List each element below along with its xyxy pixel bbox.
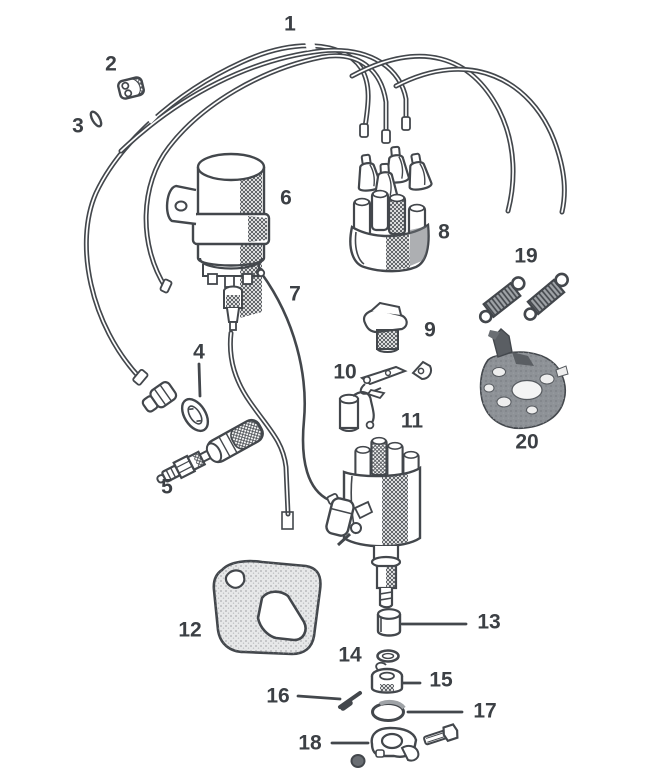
callout-2: 2: [105, 52, 117, 76]
callout-17: 17: [473, 699, 497, 723]
callout-6: 6: [280, 186, 292, 210]
part-20-breaker-plate: [479, 328, 569, 430]
distributor-assembly: [325, 436, 422, 609]
part-11-condenser: [338, 391, 375, 432]
coil-terminal-icon: [223, 285, 243, 331]
part-5-spark-plug: [156, 449, 212, 484]
callout-1: 1: [284, 12, 296, 36]
callout-20: 20: [515, 430, 539, 454]
leader-4: [197, 362, 202, 398]
leader-16: [296, 694, 342, 701]
part-16-pin: [296, 691, 362, 711]
part-9-rotor: [362, 301, 408, 353]
part-12-gasket-plate: [212, 559, 322, 656]
callout-19: 19: [514, 244, 538, 268]
part-6-ignition-coil: [165, 152, 271, 331]
part-10-contact-points: [359, 360, 432, 400]
callout-14: 14: [338, 643, 362, 667]
callout-13: 13: [477, 610, 501, 634]
callout-7: 7: [289, 282, 301, 306]
part-7-lead-wire: [256, 268, 340, 505]
callout-9: 9: [424, 318, 436, 342]
callout-11: 11: [400, 409, 424, 433]
part-2-cable-connector-block: [117, 76, 145, 100]
part-17-retaining-ring: [371, 699, 464, 722]
callout-8: 8: [438, 220, 450, 244]
part-8-distributor-cap: [349, 189, 430, 273]
points-bracket-icon: [411, 360, 432, 381]
callout-5: 5: [161, 475, 173, 499]
part-14-o-ring: [376, 649, 400, 663]
callout-4: 4: [193, 340, 205, 364]
part-13-bushing: [376, 608, 468, 637]
part-15-clamp-collar: [370, 661, 422, 694]
part-19-springs: [478, 272, 569, 324]
part-18-clamp-with-bolt: [330, 723, 459, 768]
callout-12: 12: [178, 618, 202, 642]
callout-15: 15: [429, 668, 453, 692]
callout-3: 3: [72, 114, 84, 138]
callout-18: 18: [298, 731, 322, 755]
part-4-plug-connector-group: [141, 362, 264, 464]
callout-10: 10: [333, 360, 357, 384]
part-3-seal-ring: [89, 110, 103, 128]
clamp-bolt-icon: [423, 723, 459, 746]
part-1-ignition-cable-set: [86, 41, 564, 530]
callout-16: 16: [266, 684, 290, 708]
